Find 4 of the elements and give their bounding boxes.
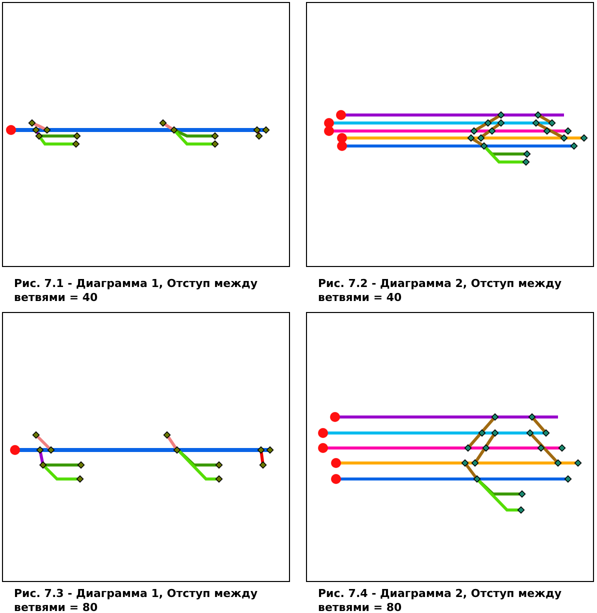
figure-caption: Рис. 7.4 - Диаграмма 2, Отступ между ветвями = 80 [318,587,563,613]
figure-caption: Рис. 7.3 - Диаграмма 1, Отступ между ветвями = 80 [14,587,259,613]
figure-caption: Рис. 7.2 - Диаграмма 2, Отступ между ветвями = 40 [318,277,563,305]
figure-caption: Рис. 7.1 - Диаграмма 1, Отступ между ветвями = 40 [14,277,259,305]
